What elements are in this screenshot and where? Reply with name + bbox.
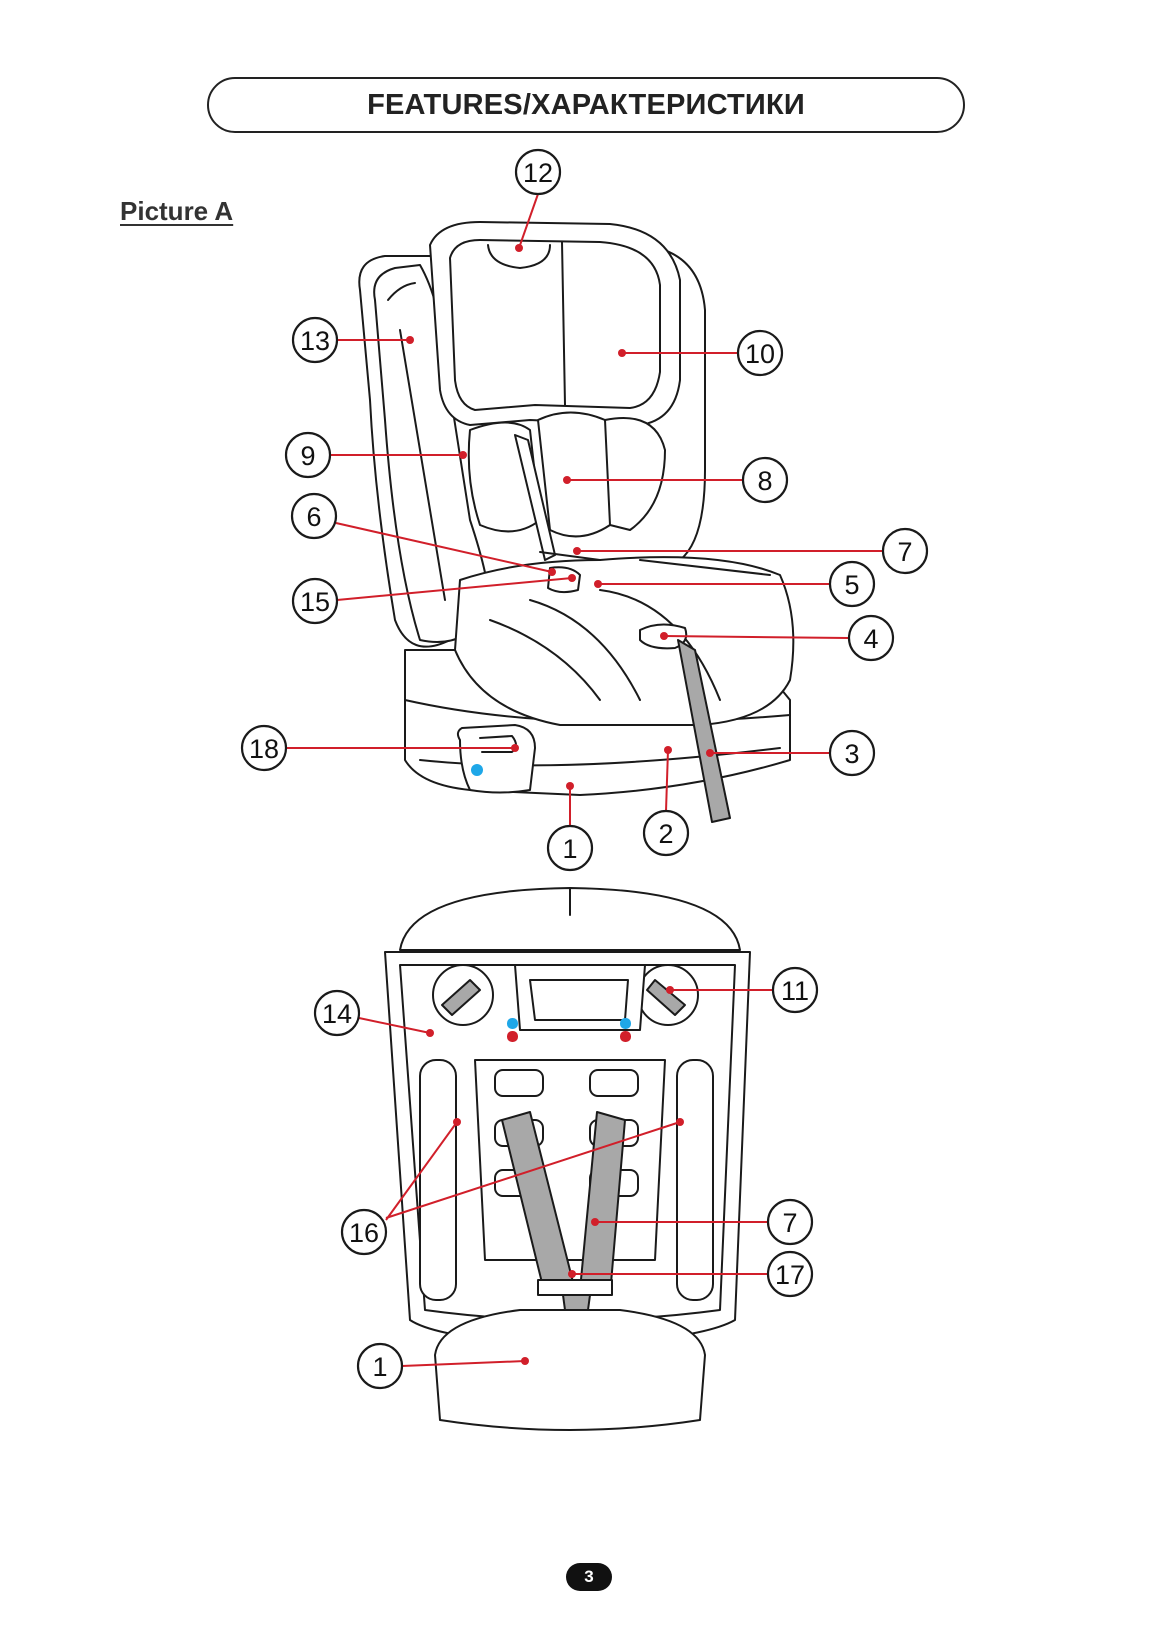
seat-side-view bbox=[359, 222, 793, 822]
callout-number: 15 bbox=[300, 587, 330, 617]
headrest bbox=[430, 222, 680, 425]
leader-dot bbox=[618, 349, 626, 357]
callout-number: 5 bbox=[844, 570, 859, 600]
leader-dot bbox=[568, 574, 576, 582]
callout-number: 17 bbox=[775, 1260, 805, 1290]
seat-cushion bbox=[455, 557, 793, 725]
callout-number: 8 bbox=[757, 466, 772, 496]
back-base bbox=[435, 1310, 705, 1430]
leader-dot bbox=[568, 1270, 576, 1278]
leader-dot bbox=[515, 244, 523, 252]
callout-number: 10 bbox=[745, 339, 775, 369]
callout-number: 7 bbox=[897, 537, 912, 567]
callout-number: 13 bbox=[300, 326, 330, 356]
callout-number: 18 bbox=[249, 734, 279, 764]
leader-dot bbox=[459, 451, 467, 459]
leader-dot bbox=[676, 1118, 684, 1126]
leader-dot bbox=[660, 632, 668, 640]
callout-number: 14 bbox=[322, 999, 352, 1029]
indicator-left-red bbox=[507, 1031, 518, 1042]
callout-number: 12 bbox=[523, 158, 553, 188]
leader-dot bbox=[706, 749, 714, 757]
leader-dot bbox=[453, 1118, 461, 1126]
indicator-left-blue bbox=[507, 1018, 518, 1029]
callout-number: 7 bbox=[782, 1208, 797, 1238]
callout-number: 11 bbox=[781, 976, 809, 1006]
leader-dot bbox=[594, 580, 602, 588]
leader-dot bbox=[666, 986, 674, 994]
chest-pad bbox=[538, 413, 614, 537]
callout-number: 4 bbox=[863, 624, 878, 654]
indicator-right-red bbox=[620, 1031, 631, 1042]
leader-dot bbox=[664, 746, 672, 754]
callout-number: 2 bbox=[658, 819, 673, 849]
base-handle bbox=[458, 725, 535, 793]
leader-dot bbox=[521, 1357, 529, 1365]
callout-number: 6 bbox=[306, 502, 321, 532]
callout-number: 3 bbox=[844, 739, 859, 769]
indicator-right-blue bbox=[620, 1018, 631, 1029]
leader-dot bbox=[591, 1218, 599, 1226]
base-indicator-blue bbox=[471, 764, 483, 776]
leader-dot bbox=[406, 336, 414, 344]
leader-dot bbox=[573, 547, 581, 555]
harness-adjuster bbox=[538, 1280, 612, 1295]
callout-number: 9 bbox=[300, 441, 315, 471]
callout-number: 1 bbox=[372, 1352, 387, 1382]
page-number: 3 bbox=[566, 1563, 612, 1591]
leader-dot bbox=[511, 744, 519, 752]
callout-number: 16 bbox=[349, 1218, 379, 1248]
leader-dot bbox=[566, 782, 574, 790]
leader-dot bbox=[426, 1029, 434, 1037]
leader-dot bbox=[563, 476, 571, 484]
callout-number: 1 bbox=[562, 834, 577, 864]
leader-dot bbox=[548, 568, 556, 576]
